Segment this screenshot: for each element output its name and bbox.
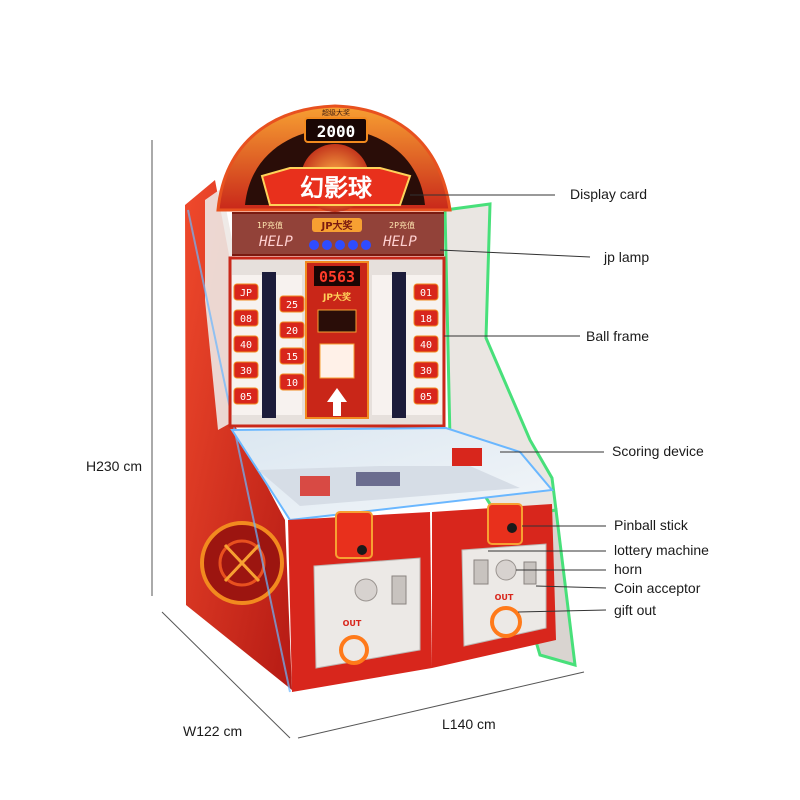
horn-right	[495, 559, 517, 581]
game-logo: 幻影球	[300, 174, 373, 202]
display-card: 幻影球	[260, 167, 412, 206]
jp-lamp-bulb	[322, 240, 332, 250]
score-plate	[413, 335, 439, 353]
score-plate	[279, 347, 305, 365]
score-plate	[233, 309, 259, 327]
horn-left	[354, 578, 378, 602]
coin-acceptor-left	[391, 575, 407, 605]
lottery-machine-right	[473, 559, 489, 585]
jp-banner-text: JP大奖	[320, 219, 353, 232]
scoring-device	[230, 426, 554, 522]
lower-cabinet: OUT OUT	[288, 503, 556, 692]
callout-scoring-device: Scoring device	[612, 443, 704, 459]
score-plate-label: 15	[286, 352, 298, 363]
pinball-stick-right	[487, 503, 523, 545]
score-plate-label: 20	[286, 326, 298, 337]
jp-lamp-bulb	[309, 240, 319, 250]
out-left-label: OUT	[343, 619, 362, 628]
length-dimension-line	[297, 671, 585, 739]
score-plate-label: 18	[420, 314, 432, 325]
help-left: HELP	[258, 234, 293, 250]
callout-coin-acceptor: Coin acceptor	[614, 580, 701, 596]
score-plates-left-inner: 25 20 15 10	[279, 295, 305, 391]
header-bar: 1P充值 2P充值 HELP HELP JP大奖	[232, 212, 444, 256]
score-plate	[233, 335, 259, 353]
callout-display-card: Display card	[570, 186, 648, 202]
jp-lamp-leader	[439, 249, 591, 258]
width-dimension-label: W122 cm	[183, 723, 243, 739]
score-plate	[279, 373, 305, 391]
gift-out-leader	[517, 609, 607, 613]
gift-out-right	[490, 606, 522, 638]
out-right-label: OUT	[495, 593, 514, 602]
ball-frame: 0563 JP大奖 JP 08 40 30 05 25 20 15 10 01 18 40 30 05	[228, 256, 446, 428]
score-plate-label: 40	[420, 340, 432, 351]
score-plate	[233, 283, 259, 301]
jackpot-value: 2000	[317, 122, 356, 141]
callout-horn: horn	[614, 561, 643, 577]
score-plate	[413, 387, 439, 405]
jp-lamp-bulb	[335, 240, 345, 250]
coin-acceptor-right	[523, 561, 537, 585]
score-plate	[413, 309, 439, 327]
jp-lamp-bulb	[361, 240, 371, 250]
help-right: HELP	[382, 234, 417, 250]
callout-lottery-machine: lottery machine	[614, 542, 709, 558]
callout-pinball-stick: Pinball stick	[614, 517, 688, 533]
length-dimension-label: L140 cm	[442, 716, 496, 732]
score-plate	[233, 361, 259, 379]
score-plate	[413, 361, 439, 379]
score-plate-label: 10	[286, 378, 298, 389]
score-plate-label: 30	[420, 366, 432, 377]
score-plate-label: JP	[240, 288, 252, 299]
gift-out-left	[339, 635, 369, 665]
player-right-label: 2P充值	[389, 220, 415, 230]
width-dimension-line	[161, 611, 291, 739]
callout-gift-out: gift out	[614, 602, 657, 618]
player-left-label: 1P充值	[257, 220, 283, 230]
score-plate	[233, 387, 259, 405]
callout-ball-frame: Ball frame	[586, 328, 650, 344]
score-plate-label: 40	[240, 340, 252, 351]
coin-acceptor-leader	[535, 585, 607, 589]
score-plate	[279, 321, 305, 339]
center-jp: JP大奖	[322, 291, 352, 303]
jackpot-display	[304, 117, 368, 143]
score-plate-label: 08	[240, 314, 252, 325]
score-plates-left: JP 08 40 30 05	[233, 283, 259, 405]
jp-lamp	[309, 240, 371, 250]
score-plate-label: 25	[286, 300, 298, 311]
jackpot-title: 超级大奖	[322, 108, 350, 117]
callout-jp-lamp: jp lamp	[604, 249, 650, 265]
score-plate-label: 01	[420, 288, 432, 299]
height-dimension-label: H230 cm	[86, 458, 143, 474]
center-counter: 0563	[319, 268, 355, 286]
score-plate-label: 30	[240, 366, 252, 377]
score-plate-label: 05	[240, 392, 252, 403]
score-plate	[279, 295, 305, 313]
score-plates-right: 01 18 40 30 05	[413, 283, 439, 405]
jp-banner	[312, 218, 362, 232]
score-plate-label: 05	[420, 392, 432, 403]
dimension-lines	[151, 140, 585, 739]
jp-lamp-bulb	[348, 240, 358, 250]
score-plate	[413, 283, 439, 301]
center-counter-display	[314, 266, 360, 286]
callout-lines	[410, 194, 607, 613]
